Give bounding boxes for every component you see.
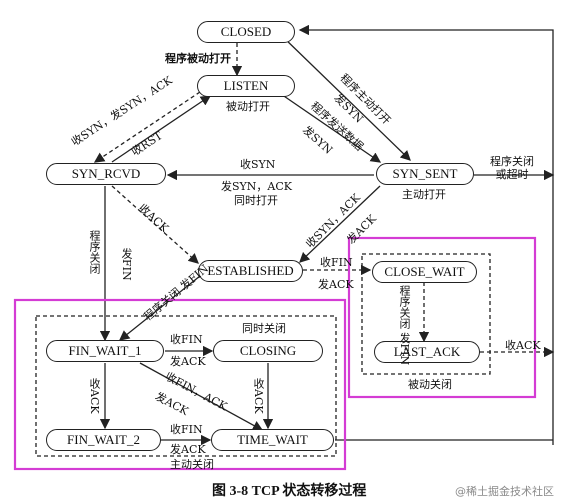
figure-caption: 图 3-8 TCP 状态转移过程 (212, 484, 367, 499)
state-syn-rcvd: SYN_RCVD (46, 163, 166, 185)
label-send-syn-ack: 发SYN，ACK (221, 180, 293, 193)
label-recv-fin-3: 收FIN (170, 423, 203, 436)
label-recv-ack-3: 收ACK (252, 378, 265, 414)
state-last-ack: LAST_ACK (374, 341, 480, 363)
label-active-close: 主动关闭 (170, 458, 214, 471)
watermark: @稀土掘金技术社区 (455, 485, 554, 498)
label-send-ack-5: 发ACK (170, 443, 206, 456)
label-prog-close-send-fin-vertical: 程序关闭 发FIN (398, 285, 411, 366)
label-simultaneous-close: 同时关闭 (242, 322, 286, 335)
label-passive-open: 被动打开 (226, 100, 270, 113)
state-established: ESTABLISHED (198, 260, 303, 282)
state-closed: CLOSED (197, 21, 295, 43)
label-recv-ack-2: 收ACK (88, 378, 101, 414)
label-prog-close: 程序关闭 (88, 230, 101, 274)
label-passive-open-prog: 程序被动打开 (165, 52, 231, 65)
label-recv-syn: 收SYN (240, 158, 276, 171)
state-fin-wait-2: FIN_WAIT_2 (46, 429, 161, 451)
label-send-ack-3: 发ACK (170, 355, 206, 368)
state-time-wait: TIME_WAIT (211, 429, 334, 451)
label-passive-close: 被动关闭 (408, 378, 452, 391)
state-listen: LISTEN (197, 75, 295, 97)
state-syn-sent: SYN_SENT (376, 163, 474, 185)
label-recv-fin: 收FIN (320, 256, 353, 269)
label-prog-close-or-timeout: 程序关闭 或超时 (490, 155, 534, 181)
label-simultaneous-open: 同时打开 (234, 194, 278, 207)
label-recv-ack-last: 收ACK (505, 339, 541, 352)
state-close-wait: CLOSE_WAIT (372, 261, 477, 283)
label-send-fin: 发FIN (120, 248, 133, 281)
state-closing: CLOSING (213, 340, 323, 362)
state-fin-wait-1: FIN_WAIT_1 (46, 340, 164, 362)
label-send-ack-2: 发ACK (318, 278, 354, 291)
label-active-open: 主动打开 (402, 188, 446, 201)
label-recv-fin-2: 收FIN (170, 333, 203, 346)
